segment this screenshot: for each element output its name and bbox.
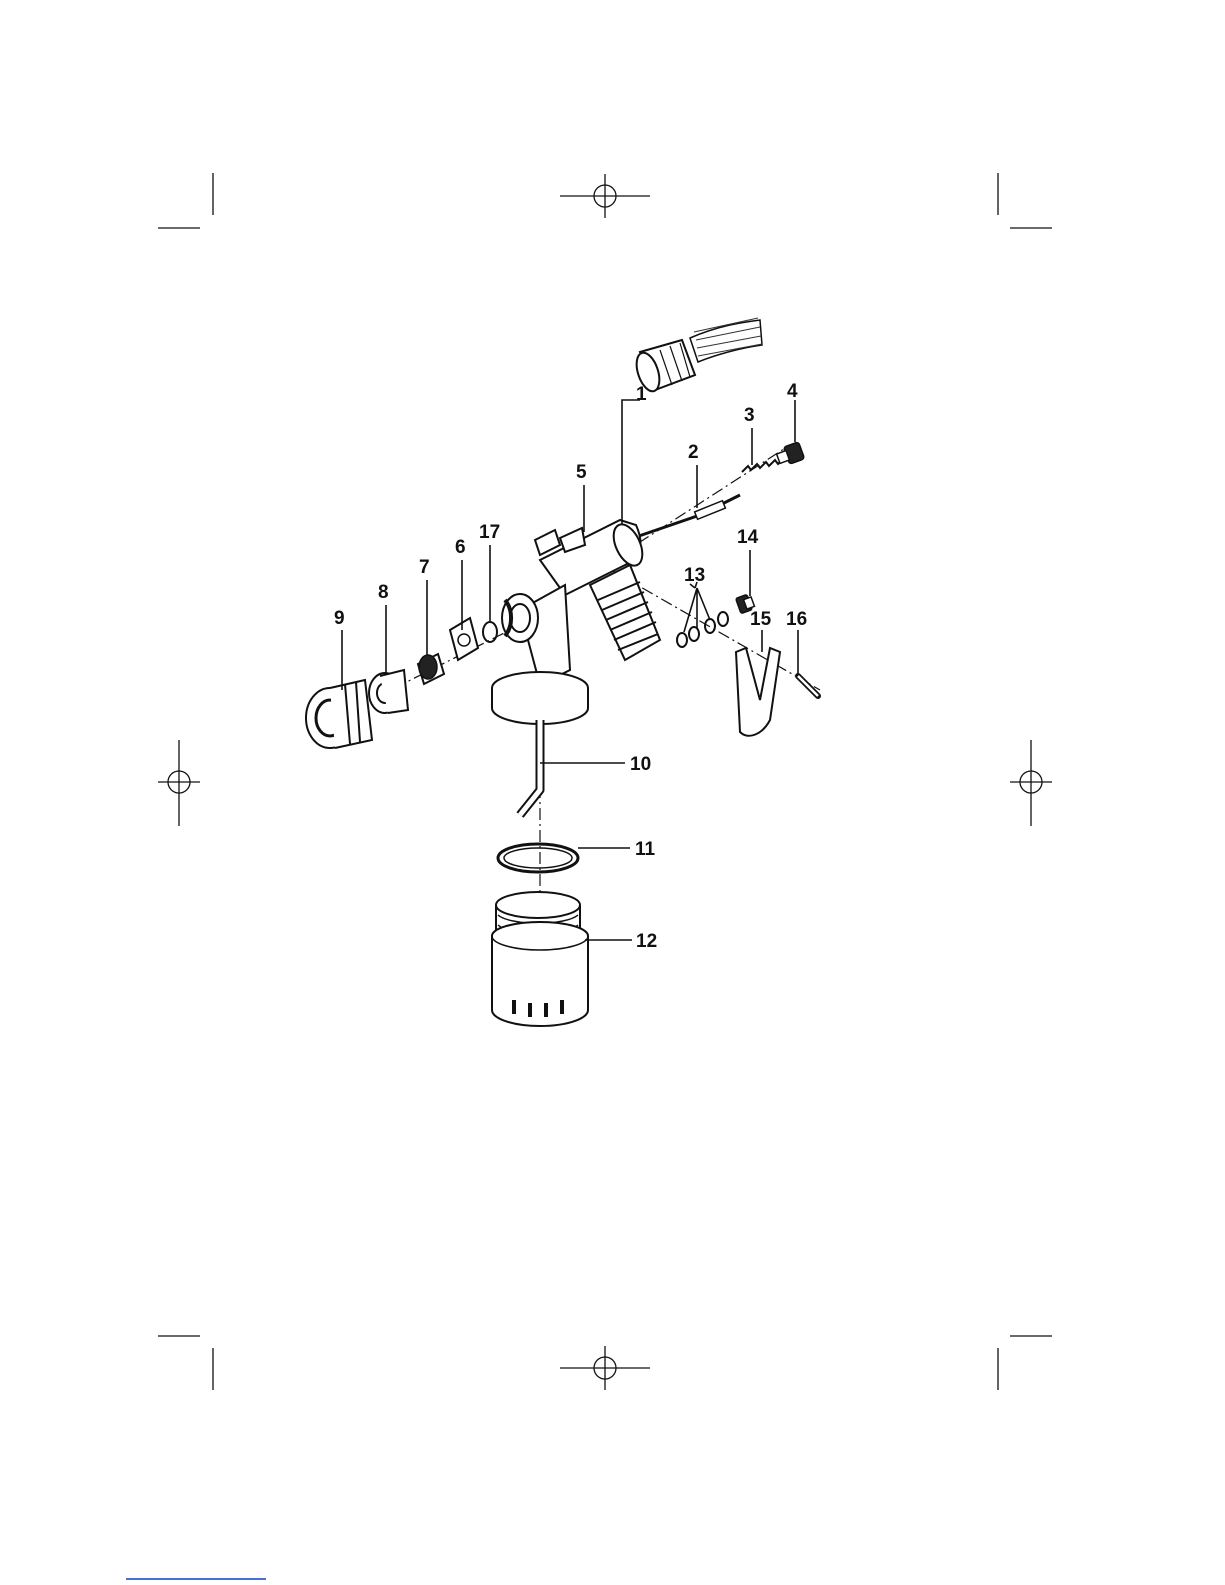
callout-3: 3 (744, 405, 755, 426)
part-adjust-knob (777, 442, 805, 464)
part-seal (450, 618, 478, 660)
bottom-scroll-bar[interactable] (126, 1578, 266, 1580)
callout-6: 6 (455, 537, 466, 558)
callout-16: 16 (786, 609, 807, 630)
part-spring (742, 458, 784, 472)
part-gun-body (492, 520, 660, 724)
callout-7: 7 (419, 557, 430, 578)
callout-12: 12 (636, 931, 657, 952)
crosshair-left-icon (158, 740, 200, 826)
part-gasket-ring (498, 844, 578, 872)
callout-8: 8 (378, 582, 389, 603)
part-suction-tube (520, 720, 540, 815)
callout-14: 14 (737, 527, 759, 548)
part-trigger (736, 648, 780, 736)
crosshair-top-icon (560, 174, 650, 218)
callout-5: 5 (576, 462, 587, 483)
callout-1: 1 (636, 384, 647, 405)
callout-4: 4 (787, 381, 798, 402)
callout-11: 11 (635, 839, 656, 860)
callout-2: 2 (688, 442, 699, 463)
part-pin (798, 676, 818, 696)
registration-marks (158, 173, 1052, 1390)
part-needle (636, 495, 740, 537)
part-hose-connector (632, 318, 762, 394)
callout-9: 9 (334, 608, 345, 629)
part-union-nut (306, 680, 372, 748)
crosshair-bottom-icon (560, 1346, 650, 1390)
part-air-cap (369, 670, 408, 713)
part-paint-container (492, 892, 588, 1026)
callout-10: 10 (630, 754, 651, 775)
crosshair-right-icon (1010, 740, 1052, 826)
part-o-ring-front (483, 622, 497, 642)
callout-17: 17 (479, 522, 500, 543)
callout-15: 15 (750, 609, 772, 630)
part-nozzle (418, 654, 444, 684)
callout-13: 13 (684, 565, 705, 586)
